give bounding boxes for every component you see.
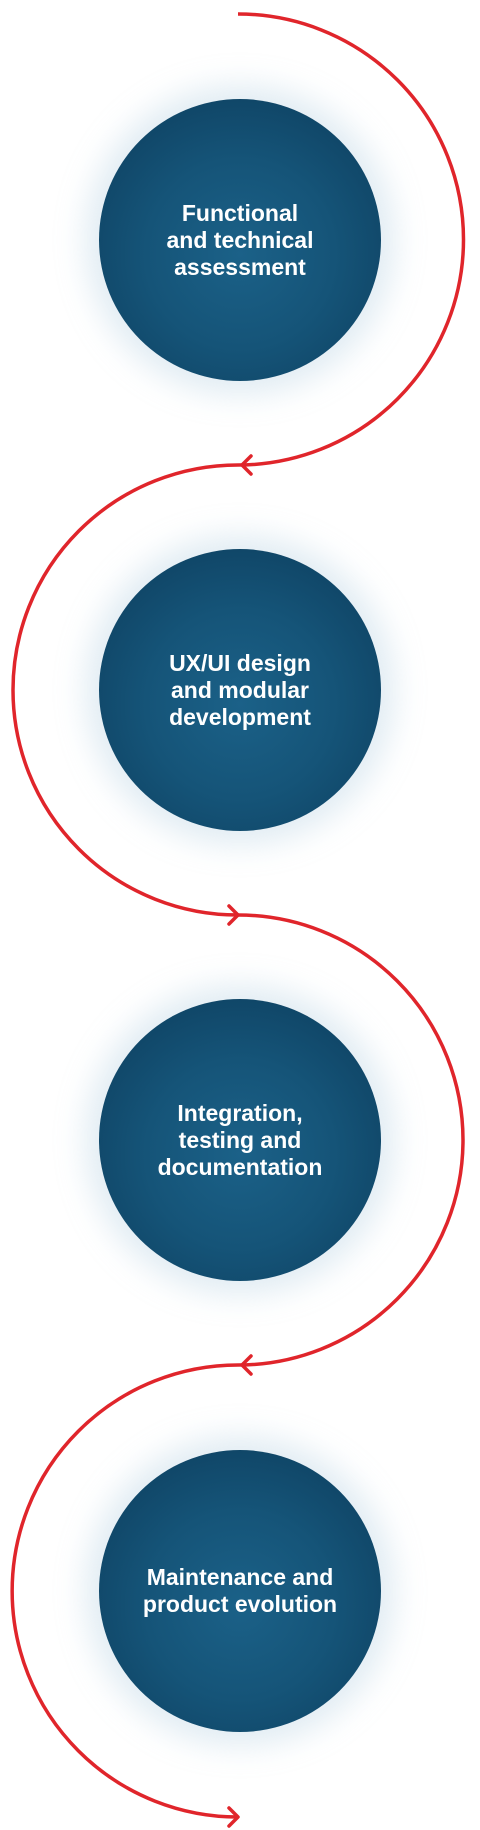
step-circle-4: Maintenance and product evolution: [99, 1450, 381, 1732]
arrow-right-4: [227, 1806, 240, 1828]
step-circle-1: Functional and technical assessment: [99, 99, 381, 381]
connector-arc-2: [11, 463, 239, 917]
arrow-left-1: [240, 454, 253, 476]
step-1-label: Functional and technical assessment: [130, 200, 350, 281]
step-4-line-1: Maintenance and: [146, 1564, 334, 1590]
step-1-line-2: and technical: [166, 226, 314, 253]
step-2-line-2: and modular: [170, 676, 309, 703]
step-circle-3: Integration, testing and documentation: [99, 999, 381, 1281]
step-4-label: Maintenance and product evolution: [130, 1564, 350, 1618]
step-2-line-3: development: [169, 703, 311, 730]
step-4-line-2: product evolution: [142, 1591, 338, 1617]
step-2-line-1: UX/UI design: [169, 649, 311, 676]
step-2-label: UX/UI design and modular development: [130, 650, 350, 731]
arrow-left-3: [240, 1354, 253, 1376]
connector-arc-1: [237, 12, 466, 467]
step-1-line-3: assessment: [174, 253, 306, 280]
step-1-line-1: Functional: [181, 199, 299, 226]
connector-arc-4: [10, 1363, 239, 1819]
arrow-right-2: [227, 904, 240, 926]
step-circle-2: UX/UI design and modular development: [99, 549, 381, 831]
step-3-label: Integration, testing and documentation: [130, 1100, 350, 1181]
connector-arc-3: [237, 913, 465, 1367]
step-3-line-2: testing and: [178, 1126, 302, 1153]
step-3-line-3: documentation: [157, 1153, 323, 1180]
step-3-line-1: Integration,: [177, 1099, 303, 1126]
